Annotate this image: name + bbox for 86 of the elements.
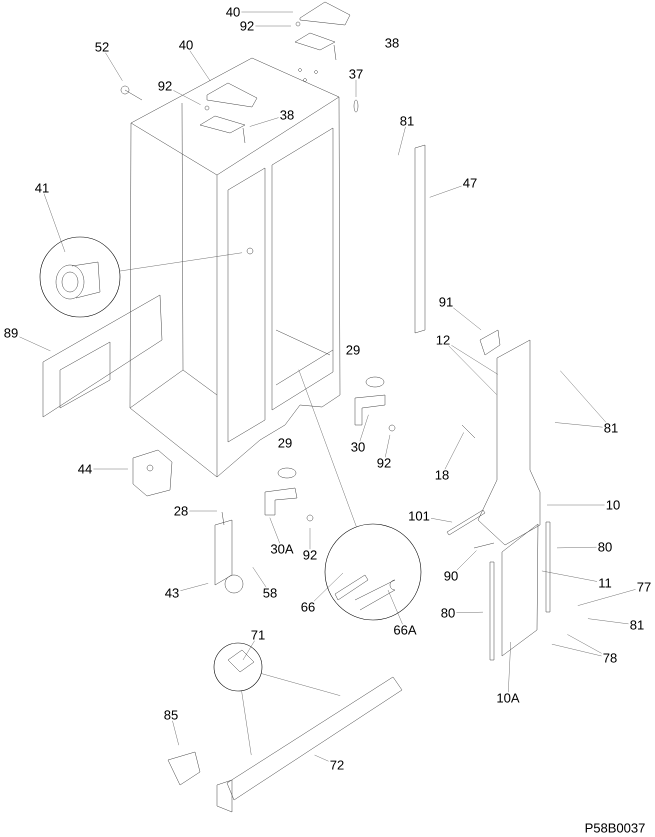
callout-number: 18 [436, 470, 449, 480]
callout-number: 101 [409, 511, 430, 521]
leader-line [314, 572, 344, 602]
leader-line [542, 570, 598, 582]
leader-line [120, 252, 242, 272]
leader-line [567, 634, 602, 654]
callout-number: 43 [165, 588, 179, 598]
callout-number: 30 [351, 442, 365, 452]
callout-number: 85 [164, 710, 178, 720]
leader-line [314, 754, 329, 762]
callout-number: 66A [394, 625, 417, 635]
leader-line [451, 345, 498, 375]
callout-number: 89 [4, 328, 18, 338]
callout-number: 10 [606, 500, 620, 510]
callout-number: 40 [226, 7, 240, 17]
callout-number: 40 [179, 40, 193, 50]
callout-number: 52 [95, 42, 109, 52]
detail-circle [40, 236, 120, 318]
callout-number: 29 [346, 345, 360, 355]
callout-number: 92 [240, 21, 254, 31]
callout-number: 72 [330, 760, 344, 770]
leader-line [173, 90, 201, 105]
leader-line [508, 642, 511, 692]
callout-number: 10A [497, 693, 520, 703]
leader-line [242, 640, 255, 660]
leader-line [546, 504, 605, 506]
leader-line [588, 618, 629, 624]
leader-line [180, 583, 208, 591]
callout-number: 12 [436, 335, 450, 345]
callout-number: 92 [303, 550, 317, 560]
leader-line [552, 644, 602, 656]
leader-line [448, 346, 497, 395]
leader-line [556, 546, 597, 548]
leader-line [430, 518, 452, 522]
leader-line [453, 308, 482, 330]
detail-circle [324, 524, 422, 620]
leader-line [456, 550, 477, 570]
callout-number: 38 [280, 110, 294, 120]
callout-number: 66 [301, 602, 315, 612]
leader-line [189, 510, 218, 512]
callout-number: 30A [270, 544, 294, 554]
callout-number: 37 [349, 69, 363, 79]
leader-line [44, 193, 66, 252]
leader-line [270, 517, 280, 544]
leader-line [456, 612, 484, 613]
leader-line [444, 432, 464, 470]
callout-number: 90 [444, 571, 458, 581]
leader-line [385, 434, 390, 458]
leader-line [190, 50, 210, 82]
callout-number: 81 [630, 620, 644, 630]
callout-number: 81 [604, 423, 618, 433]
callout-number: 11 [599, 578, 612, 588]
callout-number: 92 [377, 458, 391, 468]
callout-number: 44 [78, 464, 92, 474]
leader-line [554, 422, 603, 428]
callout-number: 81 [400, 116, 414, 126]
leader-line [93, 468, 128, 470]
leader-line [241, 690, 252, 756]
leader-line [578, 589, 636, 606]
leader-line [560, 370, 606, 422]
leader-line [360, 414, 369, 442]
callout-number: 29 [278, 438, 292, 448]
callout-number: 47 [463, 178, 477, 188]
leader-line [172, 720, 179, 746]
callout-number: 71 [251, 630, 265, 640]
leader-line [261, 673, 340, 696]
callout-number: 28 [174, 506, 188, 516]
callout-number: 58 [263, 588, 277, 598]
callout-number: 80 [441, 608, 455, 618]
leader-line [250, 117, 279, 127]
callout-number: 78 [603, 653, 617, 663]
callout-number: 41 [35, 184, 49, 192]
callout-number: 92 [158, 81, 172, 91]
detail-circle [214, 642, 262, 692]
callout-number: 91 [439, 297, 453, 307]
leader-line [105, 52, 123, 81]
leader-line [430, 186, 462, 198]
leader-line [298, 370, 357, 527]
callout-number: 77 [637, 582, 651, 592]
leader-line [388, 590, 403, 624]
callout-number: 80 [598, 542, 612, 552]
callout-number: 38 [385, 38, 399, 48]
leader-line [19, 336, 51, 352]
drawing-number: P58B0037 [586, 823, 645, 833]
leader-line [252, 566, 266, 588]
leader-line [398, 126, 406, 156]
